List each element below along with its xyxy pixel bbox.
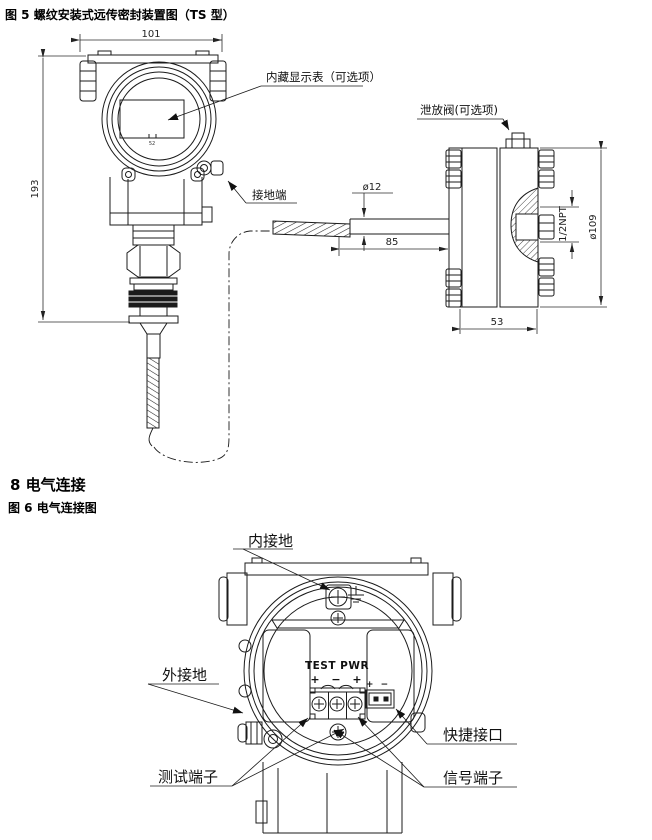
capillary-centerline xyxy=(153,230,272,463)
fig5-dimensions xyxy=(38,34,607,334)
label-external-ground: 外接地 xyxy=(162,666,207,684)
vent-valve xyxy=(505,132,531,149)
section-8-heading: 8 电气连接 xyxy=(10,476,86,494)
fig6-callouts xyxy=(147,548,517,788)
terminal-block xyxy=(309,684,366,720)
ground-symbol-icon xyxy=(348,586,364,603)
fig5-callouts xyxy=(167,85,510,204)
fig6-neck xyxy=(255,762,403,834)
dim-53: 53 xyxy=(491,317,504,328)
quick-connector xyxy=(365,689,395,709)
external-ground-lug xyxy=(237,721,283,749)
label-internal-ground: 内接地 xyxy=(248,532,293,550)
remote-seal-flange xyxy=(445,132,555,308)
label-internal-display: 内藏显示表（可选项） xyxy=(266,70,381,84)
display-window xyxy=(119,99,185,139)
label-test-terminal: 测试端子 xyxy=(158,768,218,786)
ground-lug xyxy=(196,160,224,176)
label-vent-valve: 泄放阀(可选项) xyxy=(420,103,498,117)
fig5-dimension-texts: 101 193 ø12 85 53 ø109 1/2NPT 52 xyxy=(30,29,599,328)
internal-ground-screw xyxy=(325,584,352,610)
terminal-title: TEST PWR xyxy=(305,660,369,672)
flange-bolts-right xyxy=(538,149,555,297)
polarity-minus: − xyxy=(331,673,340,686)
dim-o12: ø12 xyxy=(363,182,382,193)
dim-npt: 1/2NPT xyxy=(558,205,569,242)
polarity-pwr-plus: + xyxy=(352,673,361,686)
dim-85: 85 xyxy=(386,237,399,248)
connector-polarity: + − xyxy=(366,680,390,690)
polarity-test-plus: + xyxy=(310,673,319,686)
fig5-caption: 图 5 螺纹安装式远传密封装置图（TS 型） xyxy=(5,8,235,22)
label-quick-port: 快捷接口 xyxy=(443,726,503,744)
capillary-to-seal xyxy=(272,218,449,238)
fig6-housing xyxy=(218,557,462,834)
armored-capillary-vertical xyxy=(146,357,160,429)
display-mark: 52 xyxy=(149,141,155,147)
label-ground-terminal: 接地端 xyxy=(252,188,287,202)
fig5-transmitter-body xyxy=(79,50,227,447)
flange-bolts-left xyxy=(445,149,462,308)
dim-101: 101 xyxy=(141,29,160,40)
fig6-caption: 图 6 电气连接图 xyxy=(8,501,97,515)
dim-o109: ø109 xyxy=(588,214,599,239)
label-signal-terminal: 信号端子 xyxy=(443,769,503,787)
dim-193: 193 xyxy=(30,179,41,198)
